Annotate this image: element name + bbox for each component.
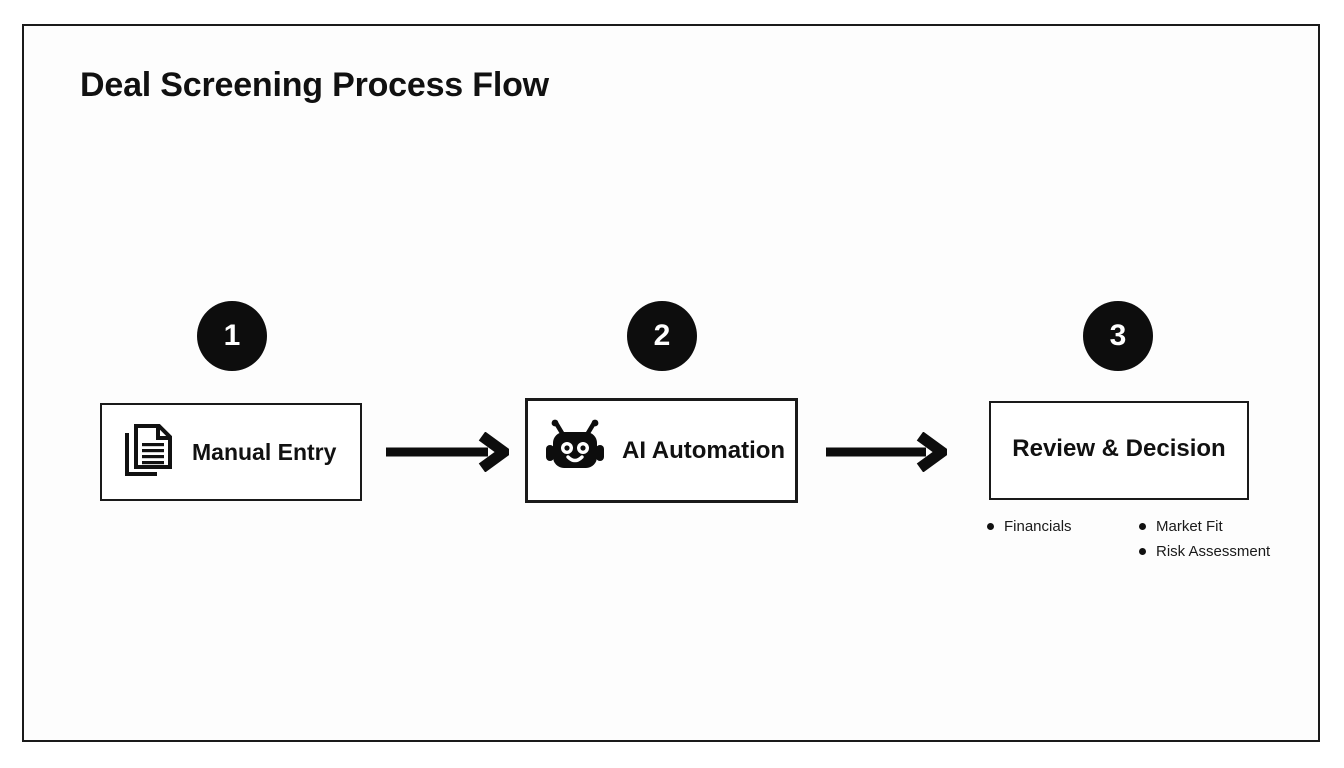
bullet-dot-icon xyxy=(987,523,994,530)
step-badge-2: 2 xyxy=(627,301,697,371)
criteria-column-1: Financials xyxy=(987,514,1072,539)
step-box-manual-entry[interactable]: Manual Entry xyxy=(100,403,362,501)
step-badge-3-number: 3 xyxy=(1109,319,1127,352)
robot-icon xyxy=(544,419,606,482)
step-label-manual-entry: Manual Entry xyxy=(192,438,337,465)
list-item: Market Fit xyxy=(1139,514,1270,539)
arrow-right-icon xyxy=(384,431,514,473)
criteria-label: Financials xyxy=(1004,518,1072,535)
step-badge-1: 1 xyxy=(197,301,267,371)
arrow-right-icon xyxy=(824,431,952,473)
criteria-column-2: Market Fit Risk Assessment xyxy=(1139,514,1270,564)
bullet-dot-icon xyxy=(1139,548,1146,555)
step-box-review-decision[interactable]: Review & Decision xyxy=(989,401,1249,500)
step-badge-2-number: 2 xyxy=(653,319,671,352)
step-badge-3: 3 xyxy=(1083,301,1153,371)
criteria-label: Risk Assessment xyxy=(1156,543,1271,560)
slide-canvas: Deal Screening Process Flow 1 Manual Ent… xyxy=(22,24,1320,742)
bullet-dot-icon xyxy=(1139,523,1146,530)
page-title: Deal Screening Process Flow xyxy=(80,66,549,104)
step-label-review-decision: Review & Decision xyxy=(1012,435,1226,462)
step-label-ai-automation: AI Automation xyxy=(622,436,786,464)
step-badge-1-number: 1 xyxy=(223,319,241,352)
criteria-label: Market Fit xyxy=(1156,518,1223,535)
step-box-ai-automation[interactable]: AI Automation xyxy=(525,398,798,503)
documents-icon xyxy=(124,423,174,482)
list-item: Financials xyxy=(987,514,1072,539)
list-item: Risk Assessment xyxy=(1139,539,1270,564)
